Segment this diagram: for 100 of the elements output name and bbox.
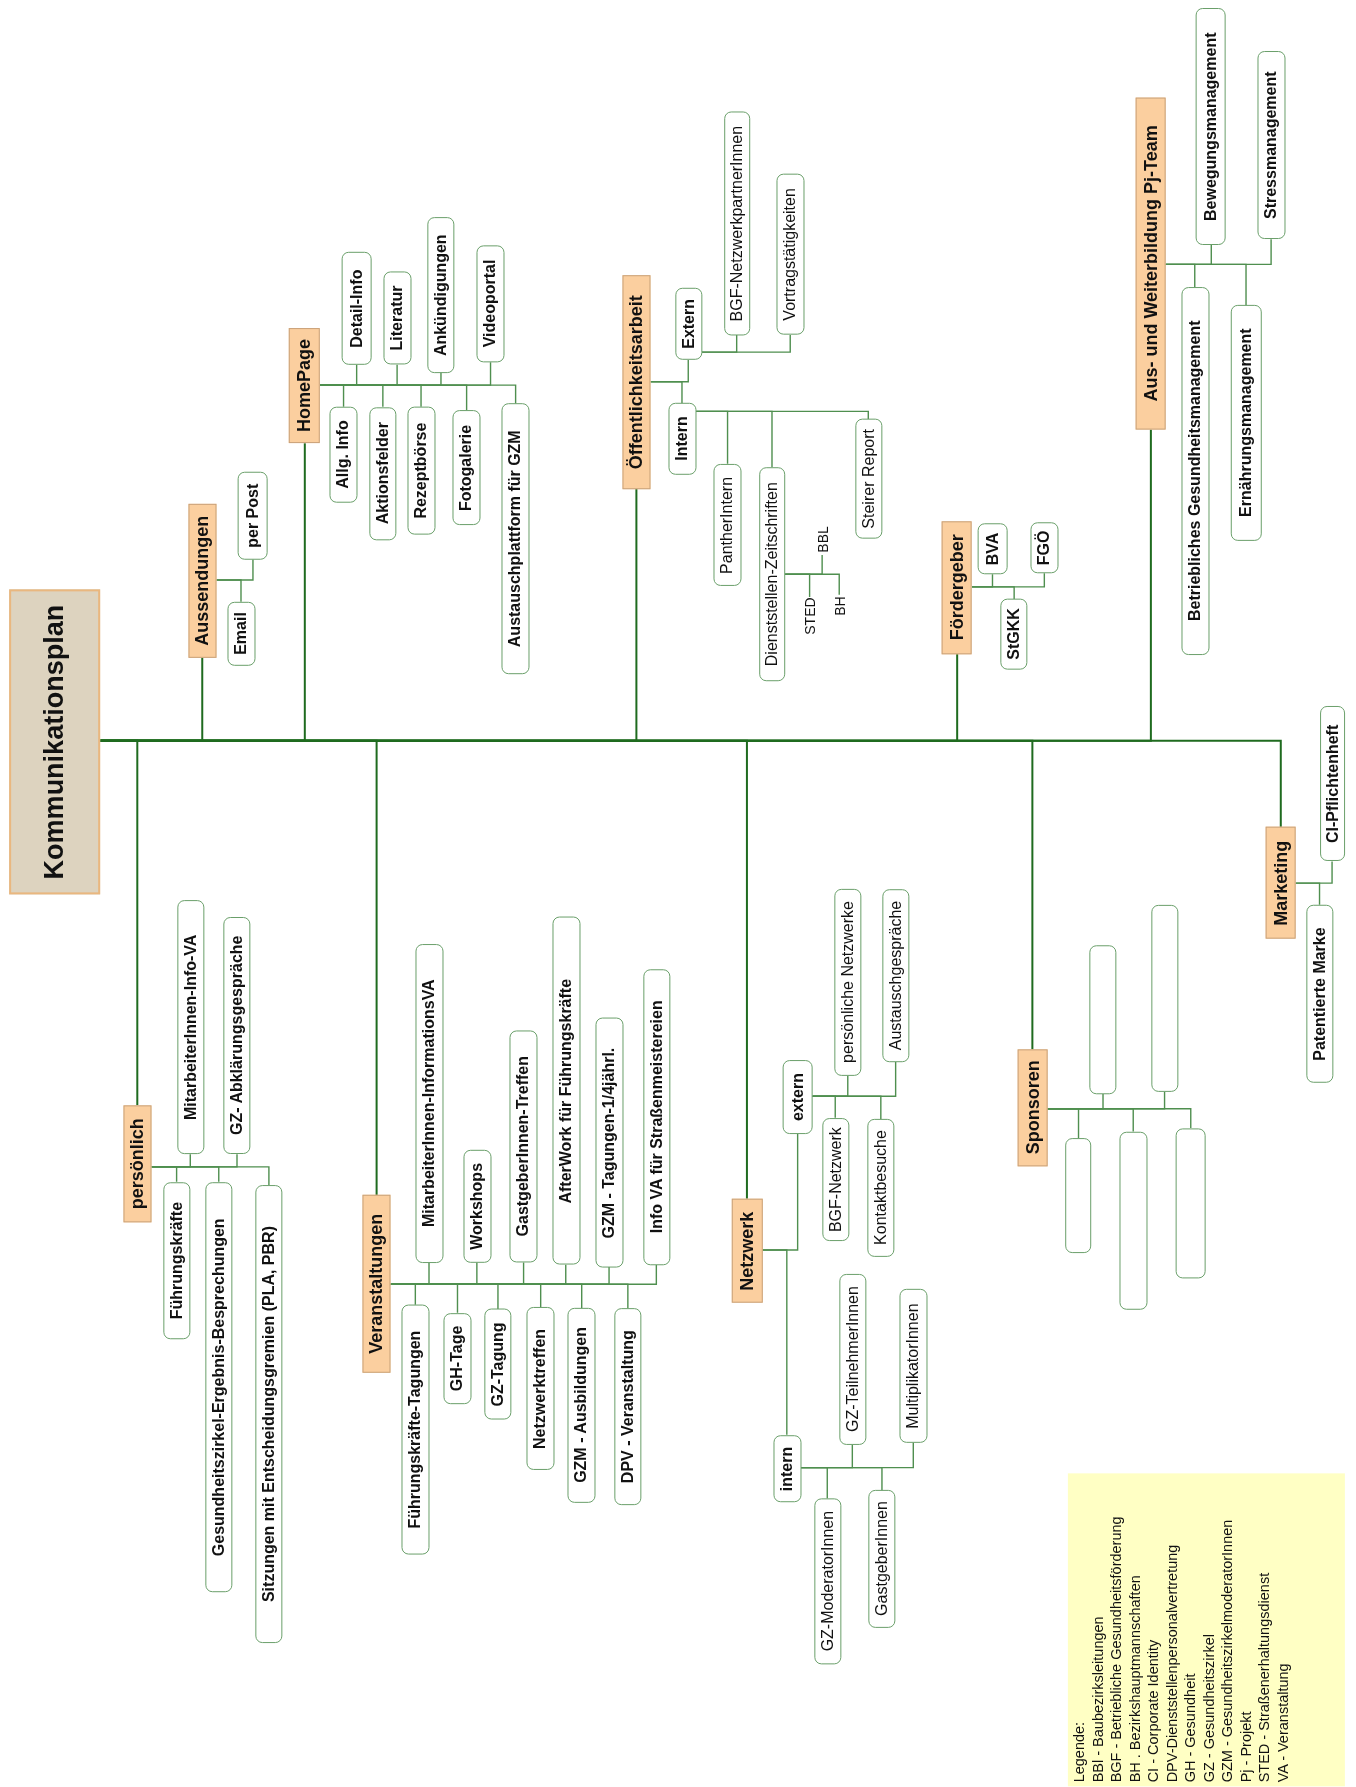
- abbreviation-label: BH: [830, 594, 848, 618]
- subtopic: Detail-Info: [341, 251, 372, 365]
- empty-box: [1150, 904, 1179, 1092]
- legend-entry: Pj - Projekt: [1236, 1710, 1255, 1783]
- legend-entry: STED - Straßenerhaltungsdienst: [1255, 1571, 1274, 1783]
- abbreviation-label: BBL: [813, 525, 831, 555]
- legend-entry: BBl - Baubezirksleitungen: [1088, 1615, 1107, 1783]
- main-topic: persönlich: [123, 1105, 152, 1223]
- subtopic: extern: [782, 1059, 813, 1134]
- subtopic: Steirer Report: [854, 419, 882, 539]
- legend-entry: VA - Veranstaltung: [1273, 1662, 1292, 1783]
- empty-box: [1175, 1128, 1206, 1279]
- legend-entry: BGF - Betriebliche Gesundheitsförderung: [1106, 1515, 1125, 1783]
- legend-entry: BH . Bezirkshauptmannschaften: [1125, 1574, 1144, 1783]
- main-topic: Netzwerk: [731, 1198, 763, 1303]
- subtopic: GZ-ModeratorInnen: [813, 1498, 841, 1665]
- subtopic: Workshops: [462, 1149, 492, 1263]
- connector-line: [319, 384, 517, 405]
- subtopic: GZ-TeilnehmerInnen: [838, 1273, 866, 1445]
- subtopic: MitarbeiterInnen-Info-VA: [176, 900, 204, 1155]
- empty-box: [1119, 1131, 1148, 1310]
- subtopic: GH-Tage: [443, 1312, 472, 1404]
- main-topic: Sponsoren: [1017, 1049, 1048, 1167]
- subtopic: Allg. Info: [329, 406, 358, 503]
- subtopic: Intern: [667, 403, 697, 476]
- main-topic: Aussendungen: [188, 503, 217, 658]
- legend-entry: GZM - GesundheitszirkelmoderatorInnen: [1218, 1519, 1237, 1783]
- subtopic: Austauschplattform für GZM: [501, 403, 530, 675]
- connector-line: [1046, 1108, 1192, 1129]
- subtopic: Kontaktbesuche: [867, 1119, 895, 1257]
- connector-line: [1294, 860, 1333, 884]
- subtopic: Betriebliches Gesundheitsmanagement: [1180, 287, 1209, 656]
- subtopic: Dienststellen-Zeitschriften: [758, 467, 786, 682]
- subtopic: Führungskräfte: [162, 1181, 191, 1339]
- subtopic: Sitzungen mit Entscheidungsgremien (PLA, PBR): [255, 1185, 283, 1644]
- subtopic: Rezeptbörse: [406, 406, 436, 535]
- main-topic: Marketing: [1265, 827, 1296, 939]
- connector-line: [215, 558, 254, 581]
- connector-line: [784, 573, 840, 596]
- subtopic: Gesundheitszirkel-Ergebnis-Besprechungen: [205, 1181, 233, 1592]
- subtopic: persönliche Netzwerke: [834, 888, 862, 1076]
- legend-entry: GH - Gesundheit: [1181, 1672, 1199, 1783]
- subtopic: Austauschgespräche: [881, 888, 910, 1062]
- subtopic: AfterWork für Führungskräfte: [551, 917, 580, 1265]
- subtopic: Aktionsfelder: [369, 406, 397, 541]
- connector-line: [761, 1249, 788, 1436]
- legend-entry: Legende:: [1069, 1721, 1088, 1783]
- subtopic: GZ-Tagung: [484, 1309, 512, 1420]
- subtopic: Patentierte Marke: [1305, 904, 1334, 1083]
- connector-line: [701, 334, 791, 353]
- subtopic: Stressmanagement: [1256, 51, 1286, 240]
- subtopic: Vortragstätigkeiten: [776, 174, 805, 335]
- subtopic: Führungskräfte-Tagungen: [401, 1304, 430, 1555]
- subtopic: GastgeberInnen-Treffen: [509, 1030, 538, 1263]
- central-topic: Kommunikationsplan: [9, 589, 101, 895]
- legend-entry: GZ - Gesundheitszirkel: [1199, 1633, 1218, 1783]
- subtopic: BGF-NetzwerkpartnerInnen: [723, 110, 750, 335]
- empty-box: [1065, 1138, 1092, 1254]
- subtopic: Fotogalerie: [452, 410, 481, 526]
- connector-line: [811, 1061, 897, 1097]
- subtopic: BGF-Netzwerk: [821, 1117, 849, 1241]
- subtopic: GZM - Tagungen-1/4jährl.: [594, 1017, 624, 1268]
- subtopic: StGKK: [1000, 599, 1028, 670]
- subtopic: MultiplikatorInnen: [899, 1288, 928, 1443]
- empty-box: [1089, 944, 1117, 1094]
- connector-line: [390, 1264, 658, 1285]
- legend-entry: DPV-Dienststellenpersonalvertretung: [1162, 1543, 1181, 1783]
- subtopic: GZM - Ausbildungen: [567, 1308, 596, 1503]
- subtopic: Ernährungsmanagement: [1230, 305, 1262, 542]
- connector-line: [695, 410, 869, 421]
- connector-line: [800, 1441, 914, 1469]
- subtopic: BVA: [977, 523, 1008, 575]
- subtopic: Literatur: [382, 271, 412, 365]
- subtopic: MitarbeiterInnen-InformationsVA: [414, 943, 444, 1263]
- subtopic: Netzwerktreffen: [526, 1307, 555, 1470]
- subtopic: intern: [772, 1434, 802, 1502]
- subtopic: DPV - Veranstaltung: [614, 1308, 642, 1506]
- subtopic: Info VA für Straßenmeistereien: [642, 968, 670, 1265]
- connector-line: [649, 381, 683, 405]
- subtopic: Email: [226, 601, 256, 666]
- subtopic: GastgeberInnen: [868, 1490, 896, 1629]
- subtopic: GZ- Abklärungsgespräche: [223, 917, 251, 1155]
- main-topic: HomePage: [289, 328, 321, 444]
- abbreviation-label: STED: [799, 597, 820, 636]
- subtopic: Bewegungsmanagement: [1196, 7, 1227, 245]
- subtopic: PantherIntern: [713, 463, 742, 586]
- connector-line: [1165, 238, 1272, 266]
- subtopic: Extern: [674, 288, 702, 361]
- main-topic: Aus- und Weiterbildung Pj-Team: [1136, 98, 1166, 430]
- subtopic: Videoportal: [476, 245, 505, 363]
- legend-entry: CI - Corporate Identity: [1143, 1639, 1162, 1783]
- main-topic: Fördergeber: [942, 520, 972, 655]
- main-topic: Veranstaltungen: [362, 1195, 391, 1374]
- main-topic: Öffentlichkeitsarbeit: [622, 274, 651, 489]
- connector-line: [150, 1166, 270, 1186]
- subtopic: FGÖ: [1030, 521, 1059, 574]
- subtopic: CI-Pflichtenheft: [1319, 706, 1345, 862]
- subtopic: Ankündigungen: [427, 216, 455, 373]
- subtopic: per Post: [238, 471, 268, 560]
- connector-line: [971, 572, 1046, 588]
